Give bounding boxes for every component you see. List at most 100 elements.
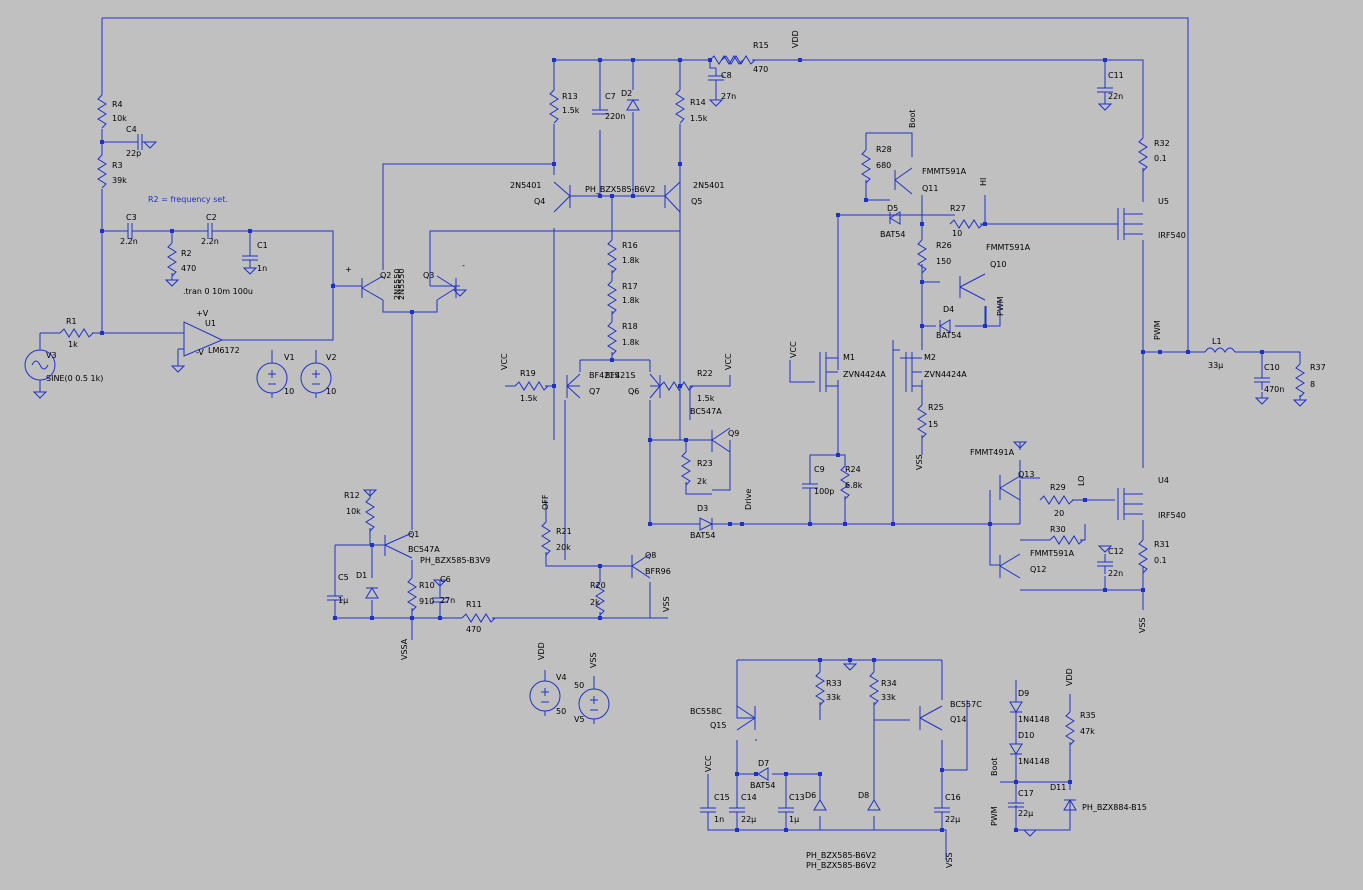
junction-dot: [438, 616, 442, 620]
component-label: 1.5k: [697, 394, 715, 403]
junction-dot: [648, 522, 652, 526]
component-label: 22p: [126, 149, 141, 158]
component-label: C16: [945, 793, 961, 802]
junction-dot: [100, 140, 104, 144]
component-label: C4: [126, 125, 137, 134]
component-label: C17: [1018, 789, 1034, 798]
component-label: 33k: [881, 693, 896, 702]
component-label: Q4: [534, 197, 545, 206]
junction-dot: [891, 522, 895, 526]
junction-dot: [370, 616, 374, 620]
component-label: 1.5k: [520, 394, 538, 403]
component-label: 2k: [590, 598, 600, 607]
component-label: R4: [112, 100, 123, 109]
junction-dot: [610, 358, 614, 362]
component-label: Q15: [710, 721, 726, 730]
component-label: R20: [590, 581, 606, 590]
component-label: VCC: [724, 353, 733, 370]
component-label: 1n: [714, 815, 724, 824]
component-label: PWM: [1153, 320, 1162, 340]
component-label: 20k: [556, 543, 571, 552]
component-label: R31: [1154, 540, 1170, 549]
component-label: VSS: [589, 652, 598, 668]
component-label: 1.8k: [622, 338, 640, 347]
component-label: Boot: [990, 758, 999, 776]
component-label: 39k: [112, 176, 127, 185]
component-label: FMMT591A: [986, 243, 1031, 252]
component-label: 10k: [112, 114, 127, 123]
component-label: R14: [690, 98, 706, 107]
component-label: 470: [753, 65, 768, 74]
component-label: VCC: [789, 341, 798, 358]
component-label: D1: [356, 571, 367, 580]
component-label: C9: [814, 465, 825, 474]
component-label: 22µ: [741, 815, 756, 824]
component-label: V1: [284, 353, 295, 362]
junction-dot: [920, 222, 924, 226]
junction-dot: [920, 324, 924, 328]
junction-dot: [836, 453, 840, 457]
junction-dot: [1158, 350, 1162, 354]
junction-dot: [940, 828, 944, 832]
component-label: 10: [952, 229, 962, 238]
component-label: R33: [826, 679, 842, 688]
component-label: 1N4148: [1018, 715, 1049, 724]
component-label: R34: [881, 679, 897, 688]
component-label: D3: [697, 504, 708, 513]
component-label: 2k: [697, 477, 707, 486]
component-label: M2: [924, 353, 936, 362]
junction-dot: [1141, 588, 1145, 592]
component-label: PH_BZX585-B3V9: [420, 556, 490, 565]
component-label: R17: [622, 282, 638, 291]
component-label: ZVN4424A: [924, 370, 967, 379]
junction-dot: [864, 198, 868, 202]
component-label: M1: [843, 353, 855, 362]
junction-dot: [410, 616, 414, 620]
component-label: Q1: [408, 530, 419, 539]
junction-dot: [1141, 350, 1145, 354]
component-label: Q2: [380, 271, 391, 280]
junction-dot: [648, 438, 652, 442]
component-label: 2N5401: [510, 181, 541, 190]
component-label: 6.8k: [845, 481, 863, 490]
junction-dot: [100, 331, 104, 335]
component-label: Q11: [922, 184, 938, 193]
component-label: R35: [1080, 711, 1096, 720]
component-label: C8: [721, 71, 732, 80]
component-label: D10: [1018, 731, 1034, 740]
component-label: R27: [950, 204, 966, 213]
component-label: R28: [876, 145, 892, 154]
junction-dot: [983, 222, 987, 226]
component-label: -V: [196, 348, 204, 357]
component-label: V2: [326, 353, 337, 362]
component-label: C5: [338, 573, 349, 582]
component-label: 220n: [605, 112, 625, 121]
junction-dot: [678, 58, 682, 62]
junction-dot: [1186, 350, 1190, 354]
component-label: FMMT591A: [922, 167, 967, 176]
junction-dot: [1083, 498, 1087, 502]
component-label: 2N5550: [397, 269, 406, 300]
junction-dot: [798, 58, 802, 62]
junction-dot: [331, 284, 335, 288]
component-label: R24: [845, 465, 861, 474]
component-label: 470: [181, 264, 196, 273]
junction-dot: [843, 522, 847, 526]
component-label: PH_BZX585-B6V2: [806, 851, 876, 860]
component-label: LM6172: [208, 346, 240, 355]
component-label: FMMT491A: [970, 448, 1015, 457]
component-label: VSS: [915, 454, 924, 470]
component-label: Q3: [423, 271, 434, 280]
junction-dot: [735, 828, 739, 832]
junction-dot: [370, 543, 374, 547]
component-label: D8: [858, 791, 869, 800]
component-label: VCC: [704, 755, 713, 772]
component-label: IRF540: [1158, 511, 1186, 520]
component-label: R3: [112, 161, 123, 170]
component-label: Q10: [990, 260, 1006, 269]
component-label: C12: [1108, 547, 1124, 556]
component-label: D2: [621, 89, 632, 98]
component-label: V5: [574, 715, 585, 724]
component-label: PWM: [996, 296, 1005, 316]
